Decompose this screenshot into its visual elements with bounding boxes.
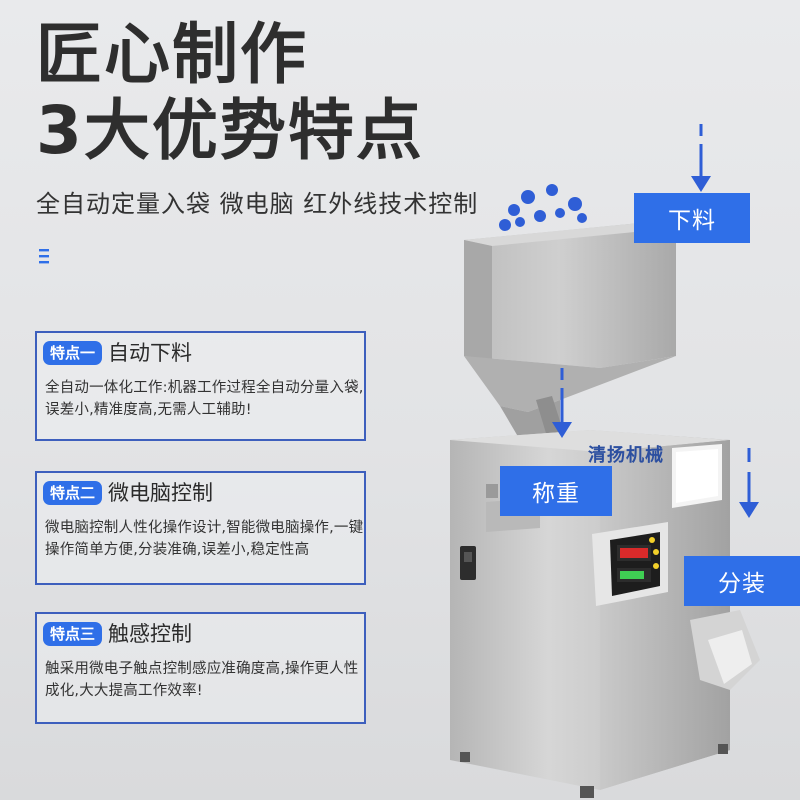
granules [499, 184, 587, 231]
tag-feed: 下料 [634, 193, 750, 243]
headline-line2: 3大优势特点 [36, 92, 424, 169]
feature-title: 微电脑控制 [108, 481, 214, 505]
arrow-down-icon [552, 368, 572, 438]
feature-badge: 特点三 [43, 622, 103, 646]
arrow-down-icon [739, 448, 759, 518]
tag-pack: 分装 [684, 556, 800, 606]
feature-card-2: 特点二 微电脑控制 微电脑控制人性化操作设计,智能微电脑操作,一键操作简单方便,… [35, 471, 366, 585]
arrow-down-icon [691, 124, 711, 192]
feature-badge: 特点一 [43, 341, 103, 365]
machine-brand-label: 清扬机械 [588, 445, 664, 466]
feature-description: 触采用微电子触点控制感应准确度高,操作更人性成化,大大提高工作效率! [45, 661, 359, 699]
feature-title: 自动下料 [108, 341, 193, 365]
feature-description: 全自动一体化工作:机器工作过程全自动分量入袋,误差小,精准度高,无需人工辅助! [45, 380, 364, 418]
menu-icon [39, 249, 49, 264]
hopper-top [464, 222, 676, 368]
power-switch [460, 546, 476, 580]
feature-card-3: 特点三 触感控制 触采用微电子触点控制感应准确度高,操作更人性成化,大大提高工作… [35, 612, 366, 724]
feature-title: 触感控制 [108, 622, 193, 646]
hopper-funnel [464, 356, 676, 412]
headline-line1: 匠心制作 [36, 16, 308, 93]
tag-weigh: 称重 [500, 466, 612, 516]
feature-badge: 特点二 [43, 481, 103, 505]
subtitle: 全自动定量入袋 微电脑 红外线技术控制 [36, 190, 479, 218]
feature-card-1: 特点一 自动下料 全自动一体化工作:机器工作过程全自动分量入袋,误差小,精准度高… [35, 331, 366, 441]
feature-description: 微电脑控制人性化操作设计,智能微电脑操作,一键操作简单方便,分装准确,误差小,稳… [45, 520, 364, 558]
